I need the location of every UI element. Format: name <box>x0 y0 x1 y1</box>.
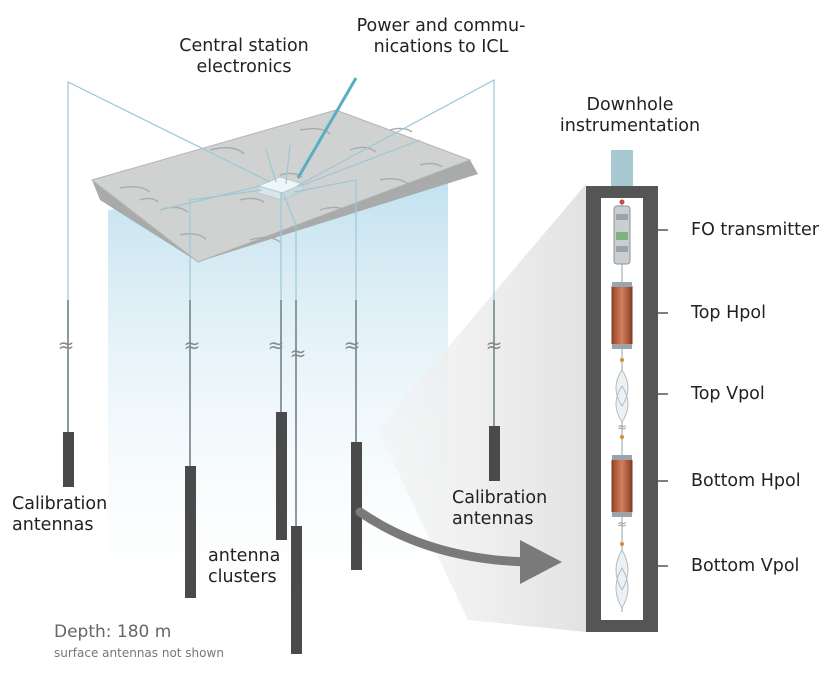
cable-stub-a <box>265 149 277 183</box>
label-central-station: Central station electronics <box>179 36 309 77</box>
label-power-comms: Power and commu- nications to ICL <box>356 16 526 57</box>
label-depth: Depth: 180 m <box>54 622 172 642</box>
cluster-antenna-2 <box>276 412 287 540</box>
label-calibration-antennas-left: Calibration antennas <box>12 494 108 535</box>
bottom-hpol-unit <box>611 457 633 515</box>
break-symbol: ≈ <box>617 420 627 434</box>
label-top-hpol: Top Hpol <box>691 303 766 323</box>
cluster-antenna-4 <box>351 442 362 570</box>
zoom-wedge <box>378 184 586 632</box>
break-symbol: ≈ <box>290 341 307 365</box>
cluster-antenna-1 <box>185 466 196 598</box>
label-downhole-instrumentation: Downhole instrumentation <box>559 95 701 136</box>
cluster-antenna-3 <box>291 526 302 654</box>
central-station-box <box>256 176 305 201</box>
label-top-vpol: Top Vpol <box>691 384 765 404</box>
borehole-detail: ≈ ≈ <box>586 150 668 632</box>
strings <box>67 300 495 526</box>
break-symbol: ≈ <box>184 333 201 357</box>
top-vpol-unit <box>615 369 629 423</box>
break-symbol: ≈ <box>486 333 503 357</box>
break-symbol: ≈ <box>268 333 285 357</box>
component-ticks <box>658 229 668 567</box>
bottom-vpol-unit <box>615 549 629 609</box>
top-hpol-unit <box>611 283 633 347</box>
label-bottom-vpol: Bottom Vpol <box>691 556 800 576</box>
break-symbols: ≈ ≈ ≈ ≈ ≈ ≈ <box>58 333 503 365</box>
downhole-pipe <box>611 150 633 186</box>
calibration-antenna-left <box>63 432 74 487</box>
label-surface-note: surface antennas not shown <box>54 646 224 660</box>
calibration-antenna-right <box>489 426 500 481</box>
cable-to-left-corner <box>159 185 261 211</box>
zoom-arrow <box>355 507 562 584</box>
cable-stub-b <box>285 144 291 185</box>
break-symbol: ≈ <box>58 333 75 357</box>
label-calibration-antennas-right: Calibration antennas <box>452 488 548 529</box>
label-fo-transmitter: FO transmitter <box>691 220 819 240</box>
antennas <box>63 412 500 654</box>
cable-to-right-corner <box>299 139 421 187</box>
break-symbol: ≈ <box>617 517 627 531</box>
label-antenna-clusters: antenna clusters <box>208 546 281 587</box>
uplink-cable <box>296 77 358 179</box>
break-symbol: ≈ <box>344 333 361 357</box>
label-bottom-hpol: Bottom Hpol <box>691 471 801 491</box>
